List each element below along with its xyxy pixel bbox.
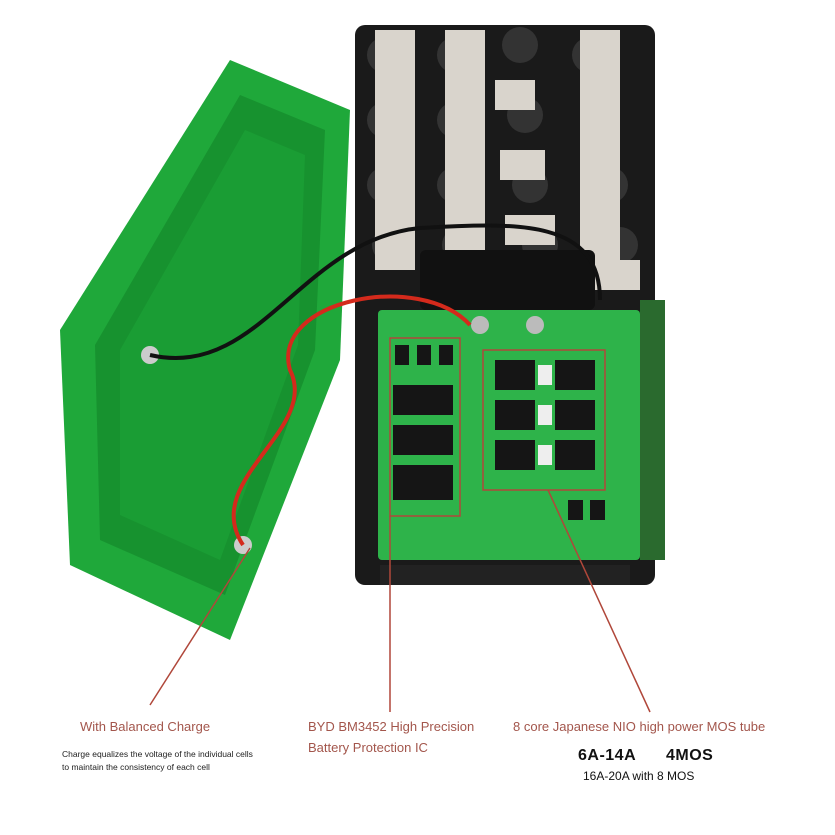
balanced-charge-label: With Balanced Charge [80,719,211,734]
callout-lines [149,337,651,713]
black-wire [149,223,602,360]
ic-label-line2: Battery Protection IC [308,740,428,755]
ic-label-line1: BYD BM3452 High Precision [308,719,475,734]
mos-count: 4MOS [666,747,714,764]
mos-alt-config: 16A-20A with 8 MOS [583,769,695,783]
green-lid [60,60,350,640]
protection-board [378,310,640,560]
mos-label: 8 core Japanese NIO high power MOS tube [513,719,766,734]
balanced-charge-description: Charge equalizes the voltage of the indi… [62,749,253,772]
mos-current-range: 6A-14A [578,747,637,764]
red-wire [231,294,472,547]
